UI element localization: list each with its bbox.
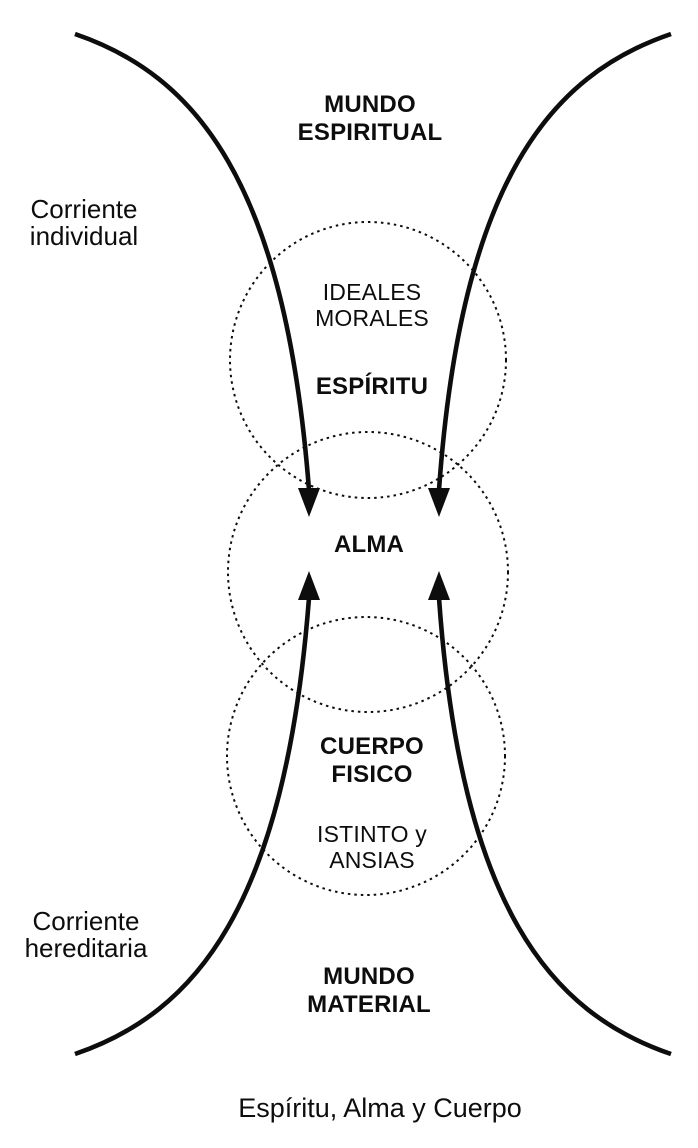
body-circle: [226, 616, 506, 896]
individual-current-line1: Corriente: [30, 194, 138, 224]
instinct-line1: ISTINTO y: [317, 821, 427, 847]
hereditary-current-label: Corriente hereditaria: [6, 908, 166, 962]
soul-circle: [227, 431, 509, 713]
hereditary-current-line2: hereditaria: [24, 933, 148, 963]
soul-label: ALMA: [333, 531, 405, 558]
material-world-label: MUNDO MATERIAL: [219, 963, 519, 1019]
material-world-line2: MATERIAL: [307, 991, 431, 1018]
hereditary-current-curve-right: [436, 597, 672, 1057]
spirit-circle: [229, 221, 507, 499]
moral-ideals-label: IDEALES MORALES: [222, 279, 522, 331]
instinct-label: ISTINTO y ANSIAS: [222, 821, 522, 873]
up-arrowhead-right-icon: [428, 571, 450, 600]
instinct-line2: ANSIAS: [329, 847, 415, 873]
spiritual-world-line2: ESPIRITUAL: [297, 119, 443, 146]
down-arrowhead-right-icon: [428, 488, 450, 517]
spirit-label: ESPÍRITU: [315, 373, 429, 400]
diagram-caption: Espíritu, Alma y Cuerpo: [238, 1093, 522, 1123]
individual-current-curve-right: [436, 31, 672, 491]
down-arrowhead-left-icon: [298, 488, 320, 517]
moral-ideals-line1: IDEALES: [322, 279, 422, 305]
hereditary-current-line1: Corriente: [32, 906, 140, 936]
spiritual-world-line1: MUNDO: [324, 91, 416, 118]
physical-body-line2: FISICO: [331, 761, 413, 788]
individual-current-line2: individual: [29, 221, 139, 251]
physical-body-line1: CUERPO: [320, 733, 424, 760]
hereditary-current-curve-left: [74, 597, 312, 1057]
physical-body-label: CUERPO FISICO: [222, 733, 522, 789]
individual-current-label: Corriente individual: [4, 196, 164, 250]
spiritual-world-label: MUNDO ESPIRITUAL: [220, 91, 520, 147]
moral-ideals-line2: MORALES: [315, 305, 429, 331]
material-world-line1: MUNDO: [323, 963, 415, 990]
individual-current-curve-left: [74, 31, 312, 491]
up-arrowhead-left-icon: [298, 571, 320, 600]
